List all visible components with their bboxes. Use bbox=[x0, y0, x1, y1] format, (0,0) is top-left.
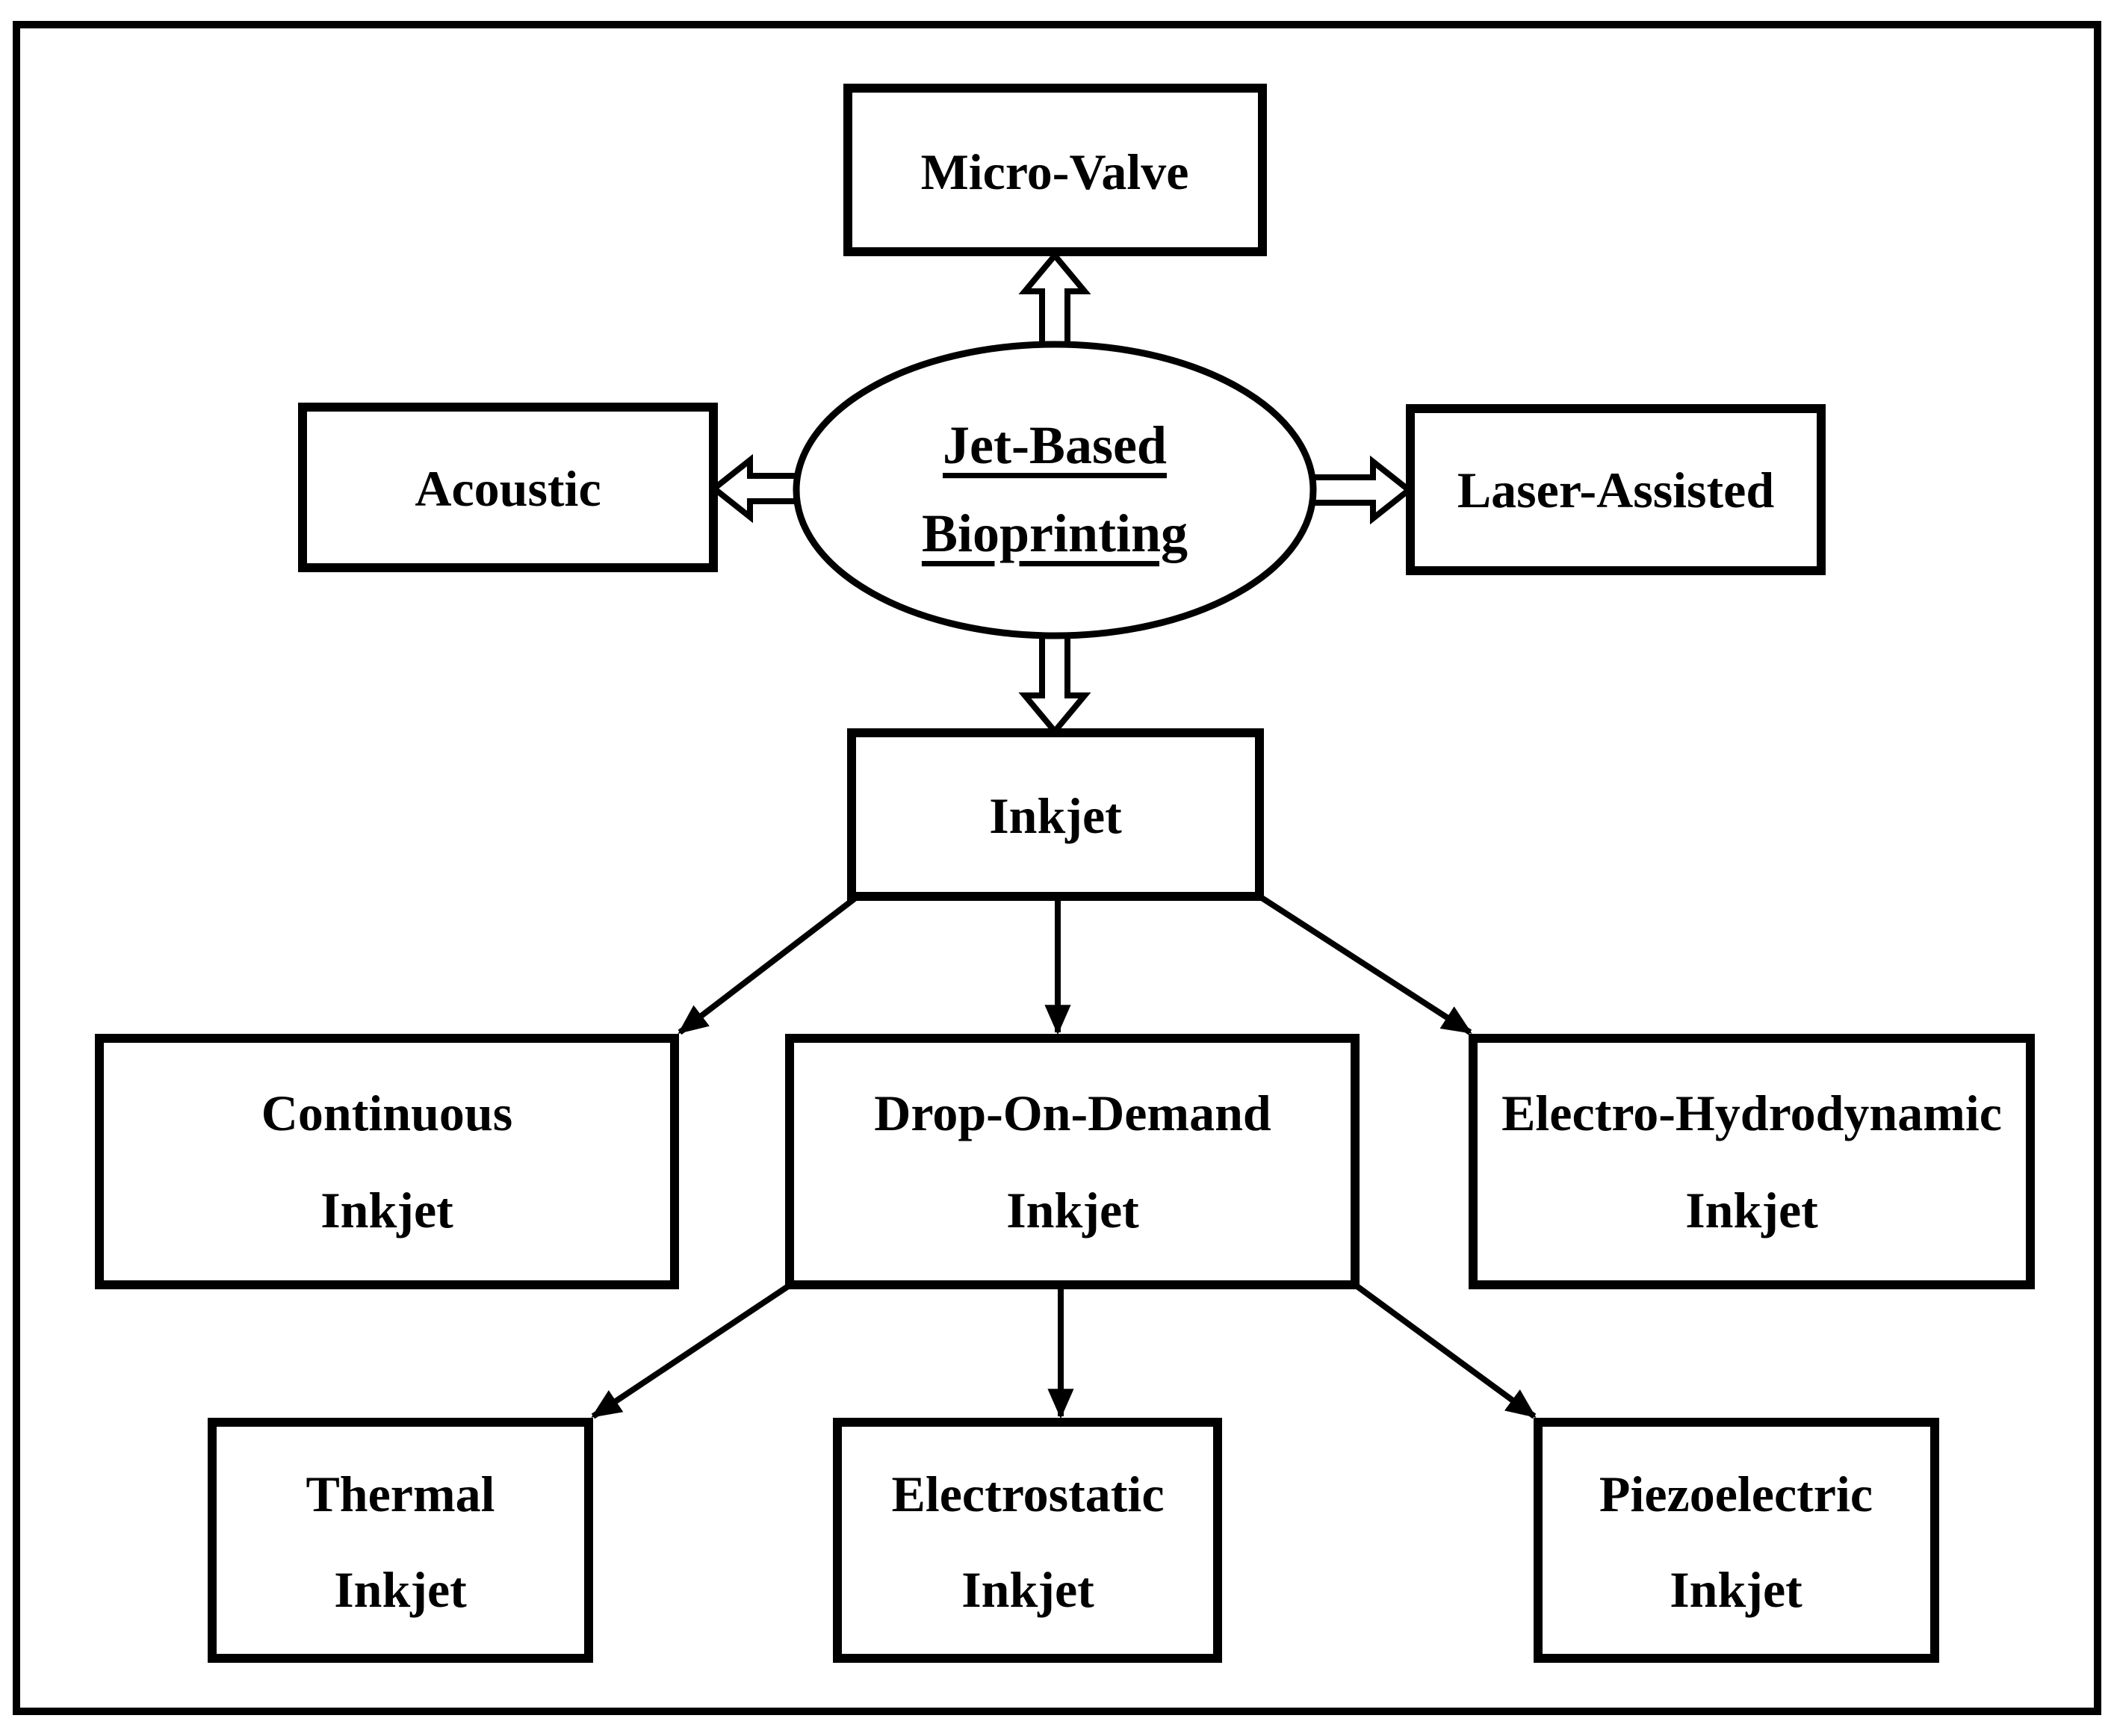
double-arrow-down-icon bbox=[1018, 635, 1091, 737]
electro-hydrodynamic-inkjet-box bbox=[1469, 1034, 2035, 1289]
node-micro-valve: Micro-Valve bbox=[843, 84, 1267, 256]
node-piezoelectric-inkjet: Piezoelectric Inkjet bbox=[1534, 1418, 1939, 1663]
connector-dod-to-piezoelectric bbox=[1353, 1282, 1537, 1419]
double-arrow-right-icon bbox=[1313, 455, 1414, 525]
thermal-inkjet-box bbox=[208, 1418, 593, 1663]
node-thermal-inkjet: Thermal Inkjet bbox=[208, 1418, 593, 1663]
node-jet-based-bioprinting: Jet-Based Bioprinting bbox=[793, 341, 1317, 639]
piezoelectric-inkjet-box bbox=[1534, 1418, 1939, 1663]
figure-border bbox=[13, 21, 2101, 1715]
continuous-inkjet-box bbox=[95, 1034, 679, 1289]
connector-dod-to-thermal bbox=[591, 1282, 793, 1419]
drop-on-demand-label-line2: Inkjet bbox=[1006, 1182, 1139, 1239]
electro-hydrodynamic-label-line1: Electro-Hydrodynamic bbox=[1501, 1085, 2002, 1141]
electrostatic-inkjet-label-line1: Electrostatic bbox=[891, 1466, 1164, 1522]
node-inkjet: Inkjet bbox=[847, 728, 1264, 901]
root-label-line1: Jet-Based bbox=[943, 415, 1167, 475]
drop-on-demand-inkjet-box bbox=[785, 1034, 1360, 1289]
node-laser-assisted: Laser-Assisted bbox=[1406, 404, 1826, 575]
inkjet-connectors bbox=[678, 893, 1472, 1035]
continuous-inkjet-label-line2: Inkjet bbox=[320, 1182, 453, 1239]
ellipse-shape bbox=[793, 341, 1317, 639]
electro-hydrodynamic-label-line2: Inkjet bbox=[1685, 1182, 1818, 1239]
connector-inkjet-to-continuous bbox=[678, 893, 860, 1035]
double-arrow-up-icon bbox=[1018, 250, 1091, 345]
electrostatic-inkjet-label-line2: Inkjet bbox=[961, 1561, 1094, 1618]
connector-inkjet-to-electro-hydrodynamic bbox=[1257, 893, 1472, 1035]
node-drop-on-demand-inkjet: Drop-On-Demand Inkjet bbox=[785, 1034, 1360, 1289]
double-arrow-left-icon bbox=[709, 453, 796, 524]
acoustic-label: Acoustic bbox=[415, 460, 601, 517]
electrostatic-inkjet-box bbox=[833, 1418, 1222, 1663]
piezoelectric-inkjet-label-line2: Inkjet bbox=[1670, 1561, 1803, 1618]
hollow-connectors bbox=[709, 250, 1414, 737]
root-label-line2: Bioprinting bbox=[922, 503, 1188, 563]
thermal-inkjet-label-line2: Inkjet bbox=[334, 1561, 467, 1618]
node-electro-hydrodynamic-inkjet: Electro-Hydrodynamic Inkjet bbox=[1469, 1034, 2035, 1289]
node-continuous-inkjet: Continuous Inkjet bbox=[95, 1034, 679, 1289]
inkjet-label: Inkjet bbox=[989, 787, 1122, 844]
inkjet-box bbox=[847, 728, 1264, 901]
drop-on-demand-connectors bbox=[591, 1282, 1537, 1419]
node-acoustic: Acoustic bbox=[298, 403, 718, 572]
laser-assisted-box bbox=[1406, 404, 1826, 575]
node-electrostatic-inkjet: Electrostatic Inkjet bbox=[833, 1418, 1222, 1663]
drop-on-demand-label-line1: Drop-On-Demand bbox=[874, 1085, 1271, 1141]
micro-valve-label: Micro-Valve bbox=[921, 143, 1189, 200]
micro-valve-box bbox=[843, 84, 1267, 256]
thermal-inkjet-label-line1: Thermal bbox=[306, 1466, 495, 1522]
piezoelectric-inkjet-label-line1: Piezoelectric bbox=[1599, 1466, 1873, 1522]
laser-assisted-label: Laser-Assisted bbox=[1457, 462, 1775, 518]
acoustic-box bbox=[298, 403, 718, 572]
continuous-inkjet-label-line1: Continuous bbox=[261, 1085, 512, 1141]
